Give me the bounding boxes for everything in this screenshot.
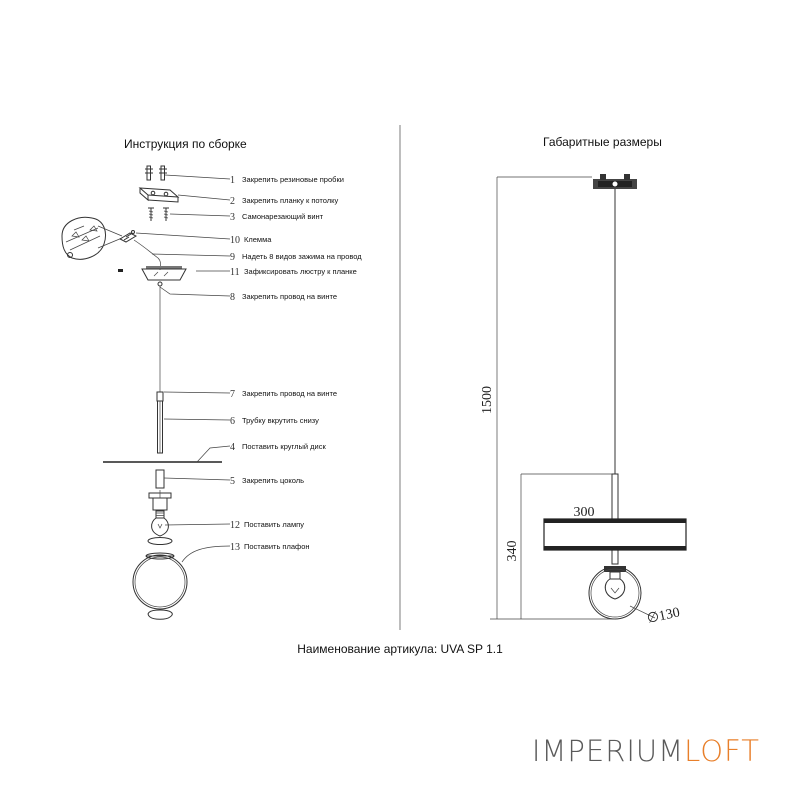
article-name: Наименование артикула: UVA SP 1.1	[297, 642, 503, 656]
step-number: 7	[230, 389, 235, 400]
clip-ring-bottom	[147, 609, 173, 620]
step-label: Закрепить провод на винте	[242, 389, 337, 398]
dim-globe	[588, 566, 642, 620]
logo-part-loft: LOFT	[684, 734, 760, 768]
step-label: Закрепить провод на винте	[242, 292, 337, 301]
step-number: 8	[230, 292, 235, 303]
dimensions-title: Габаритные размеры	[543, 135, 662, 149]
dim-height-line	[490, 176, 615, 620]
terminal-block	[118, 230, 161, 271]
assembly-title: Инструкция по сборке	[124, 137, 247, 151]
step-label: Зафиксировать люстру к планке	[244, 267, 357, 276]
leader-lines	[135, 174, 231, 563]
terminal-detail	[61, 216, 123, 260]
ceiling-canopy	[118, 266, 187, 291]
step-label: Поставить плафон	[244, 542, 310, 551]
step-label: Самонарезающий винт	[242, 212, 324, 221]
disc-width-value: 300	[574, 505, 595, 520]
dim-canopy	[593, 174, 637, 189]
step-number: 10	[230, 235, 240, 246]
step-number: 1	[230, 175, 235, 186]
step-label: Закрепить резиновые пробки	[242, 175, 344, 184]
step-number: 12	[230, 520, 240, 531]
brand-logo: IMPERIUMLOFT	[532, 734, 760, 768]
step-number: 6	[230, 416, 235, 427]
step-label: Клемма	[244, 235, 272, 244]
tube	[156, 391, 164, 454]
step-label: Поставить круглый диск	[242, 442, 326, 451]
clip-ring-top	[147, 537, 173, 545]
height-value: 1500	[480, 386, 495, 414]
dim-lower-height-line	[520, 473, 612, 619]
globe-diameter-value: ∅130	[646, 605, 682, 627]
rubber-plugs	[145, 165, 167, 181]
step-label: Поставить лампу	[244, 520, 304, 529]
step-label: Трубку вкрутить снизу	[242, 416, 319, 425]
mounting-bracket	[138, 187, 180, 203]
socket	[148, 469, 172, 511]
step-number: 4	[230, 442, 235, 453]
logo-part-imperium: IMPERIUM	[531, 734, 685, 768]
step-number: 13	[230, 542, 240, 553]
step-number: 2	[230, 196, 235, 207]
step-label: Закрепить планку к потолку	[242, 196, 338, 205]
dim-disc	[543, 518, 687, 551]
step-number: 9	[230, 252, 235, 263]
step-label: Надеть 8 видов зажима на провод	[242, 252, 362, 261]
step-label: Закрепить цоколь	[242, 476, 304, 485]
lower-height-value: 340	[505, 541, 520, 562]
lamp-bulb	[151, 510, 169, 537]
step-number: 5	[230, 476, 235, 487]
globe-shade	[132, 552, 188, 610]
step-number: 3	[230, 212, 235, 223]
step-number: 11	[230, 267, 240, 278]
self-tapping-screws	[148, 207, 169, 221]
dim-diameter-leader	[629, 605, 656, 619]
